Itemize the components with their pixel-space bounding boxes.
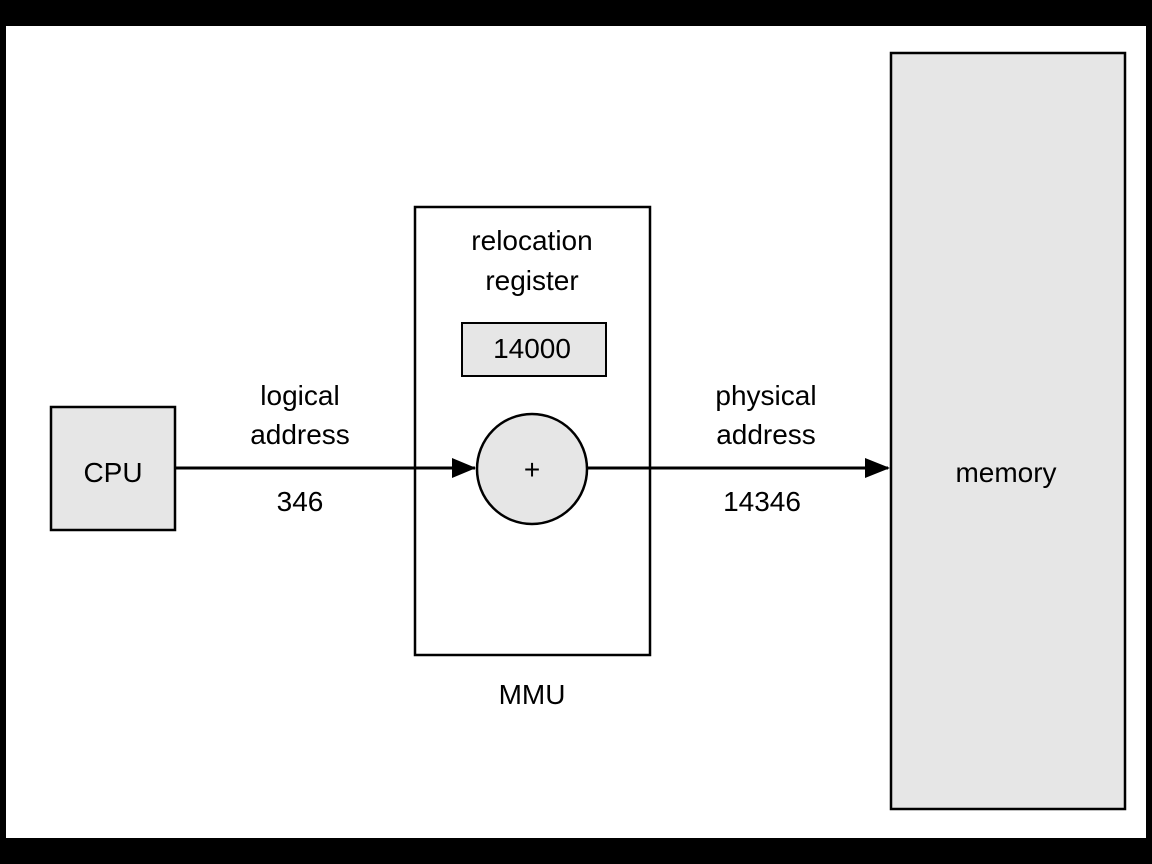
- relocation-register-label-line1: relocation: [471, 225, 592, 256]
- physical-address-label-line2: address: [716, 419, 816, 450]
- physical-address-value: 14346: [723, 486, 801, 517]
- relocation-register-label-line2: register: [485, 265, 578, 296]
- logical-address-value: 346: [277, 486, 324, 517]
- mmu-label: MMU: [499, 679, 566, 710]
- memory-box: [889, 51, 1127, 811]
- logical-arrowhead: [452, 458, 476, 478]
- logical-address-label-line1: logical: [260, 380, 339, 411]
- logical-address-label-line2: address: [250, 419, 350, 450]
- relocation-register-box: [461, 322, 607, 377]
- relocation-register-value: 14000: [493, 333, 571, 364]
- cpu-label: CPU: [83, 457, 142, 488]
- cpu-box: [49, 405, 177, 532]
- physical-address-label-line1: physical: [715, 380, 816, 411]
- adder-circle: [475, 412, 589, 526]
- physical-arrowhead: [865, 458, 890, 478]
- adder-symbol: +: [524, 454, 540, 485]
- memory-label: memory: [955, 457, 1056, 488]
